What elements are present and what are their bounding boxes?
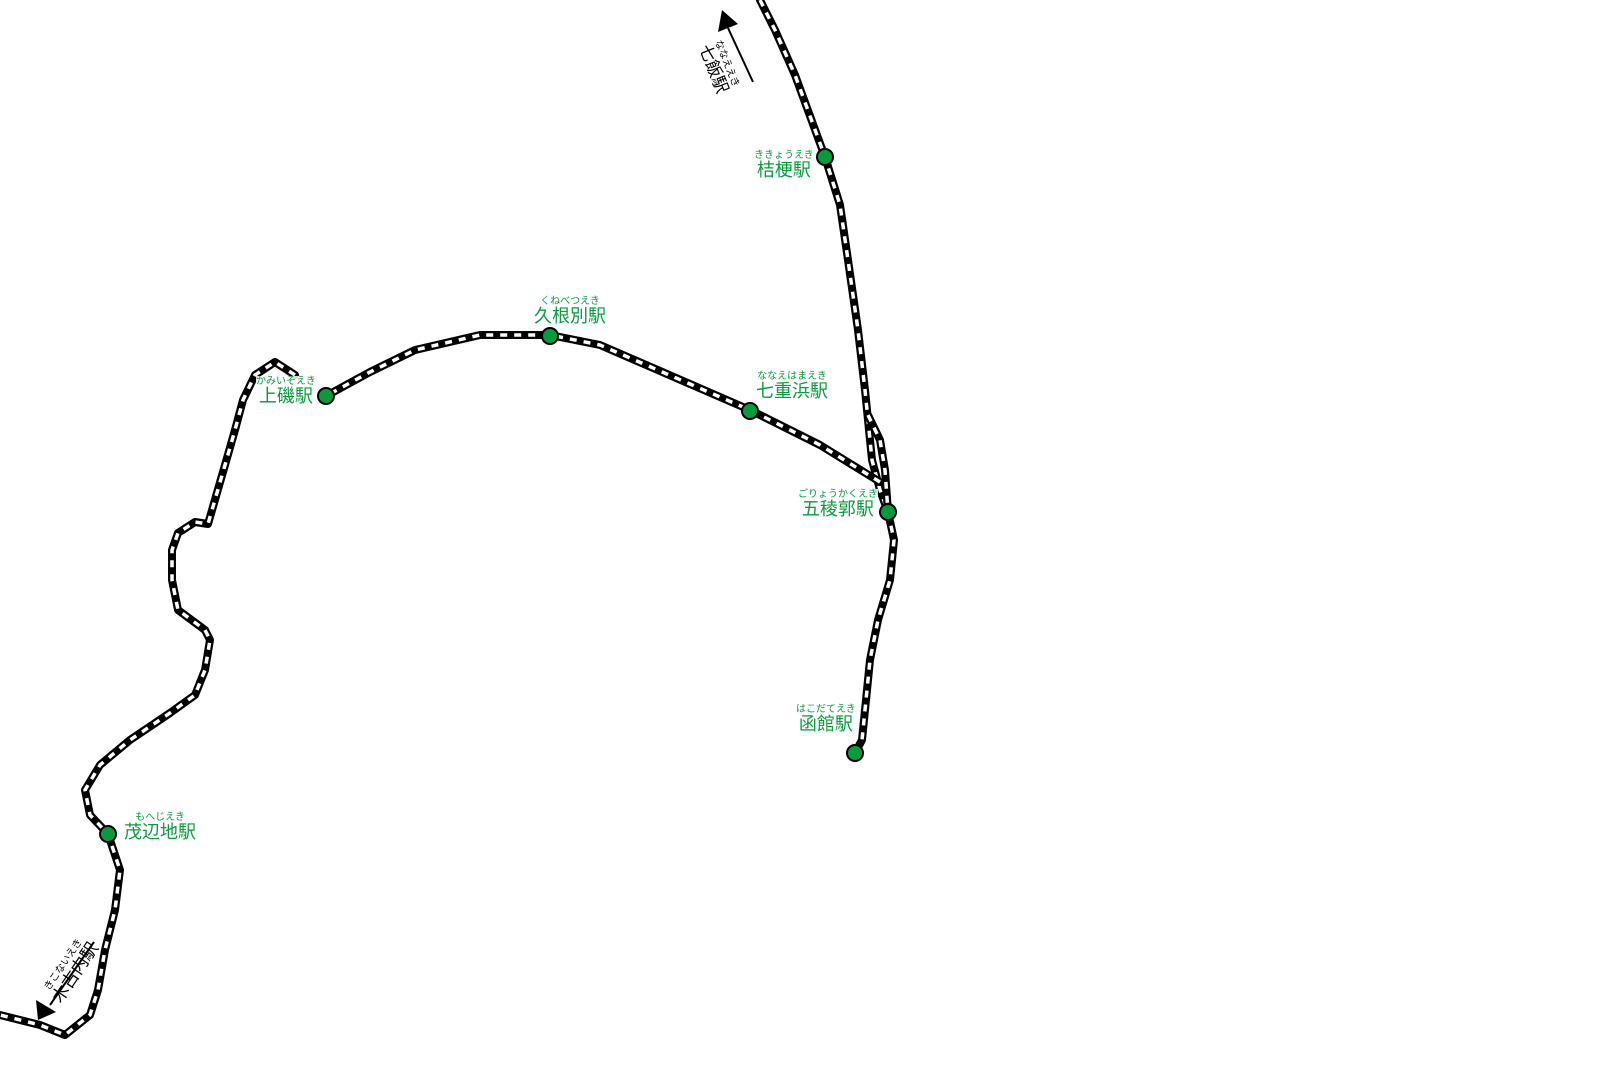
station-label-mohechi[interactable]: もへじえき 茂辺地駅 [124,812,196,843]
station-marker-mohechi[interactable] [99,825,117,843]
station-label-kunebetsu[interactable]: くねべつえき 久根別駅 [534,296,606,327]
station-label-nanaehama[interactable]: ななえはまえき 七重浜駅 [756,371,828,402]
double-track-section [864,411,892,516]
station-marker-hakodate[interactable] [846,744,864,762]
station-marker-kikyo[interactable] [816,148,834,166]
north-arrow [718,10,754,83]
station-label-kikyo[interactable]: ききょうえき 桔梗駅 [754,150,814,181]
station-marker-nanaehama[interactable] [741,402,759,420]
south-arrow [36,941,95,1020]
isaribi-line-track [0,331,884,1039]
station-marker-goryokaku[interactable] [879,503,897,521]
station-label-goryokaku[interactable]: ごりょうかくえき 五稜郭駅 [798,489,878,520]
station-marker-kunebetsu[interactable] [541,327,559,345]
station-marker-kamiiso[interactable] [317,387,335,405]
station-label-hakodate[interactable]: はこだてえき 函館駅 [796,704,856,735]
station-label-kamiiso[interactable]: かみいそえき 上磯駅 [256,376,316,407]
